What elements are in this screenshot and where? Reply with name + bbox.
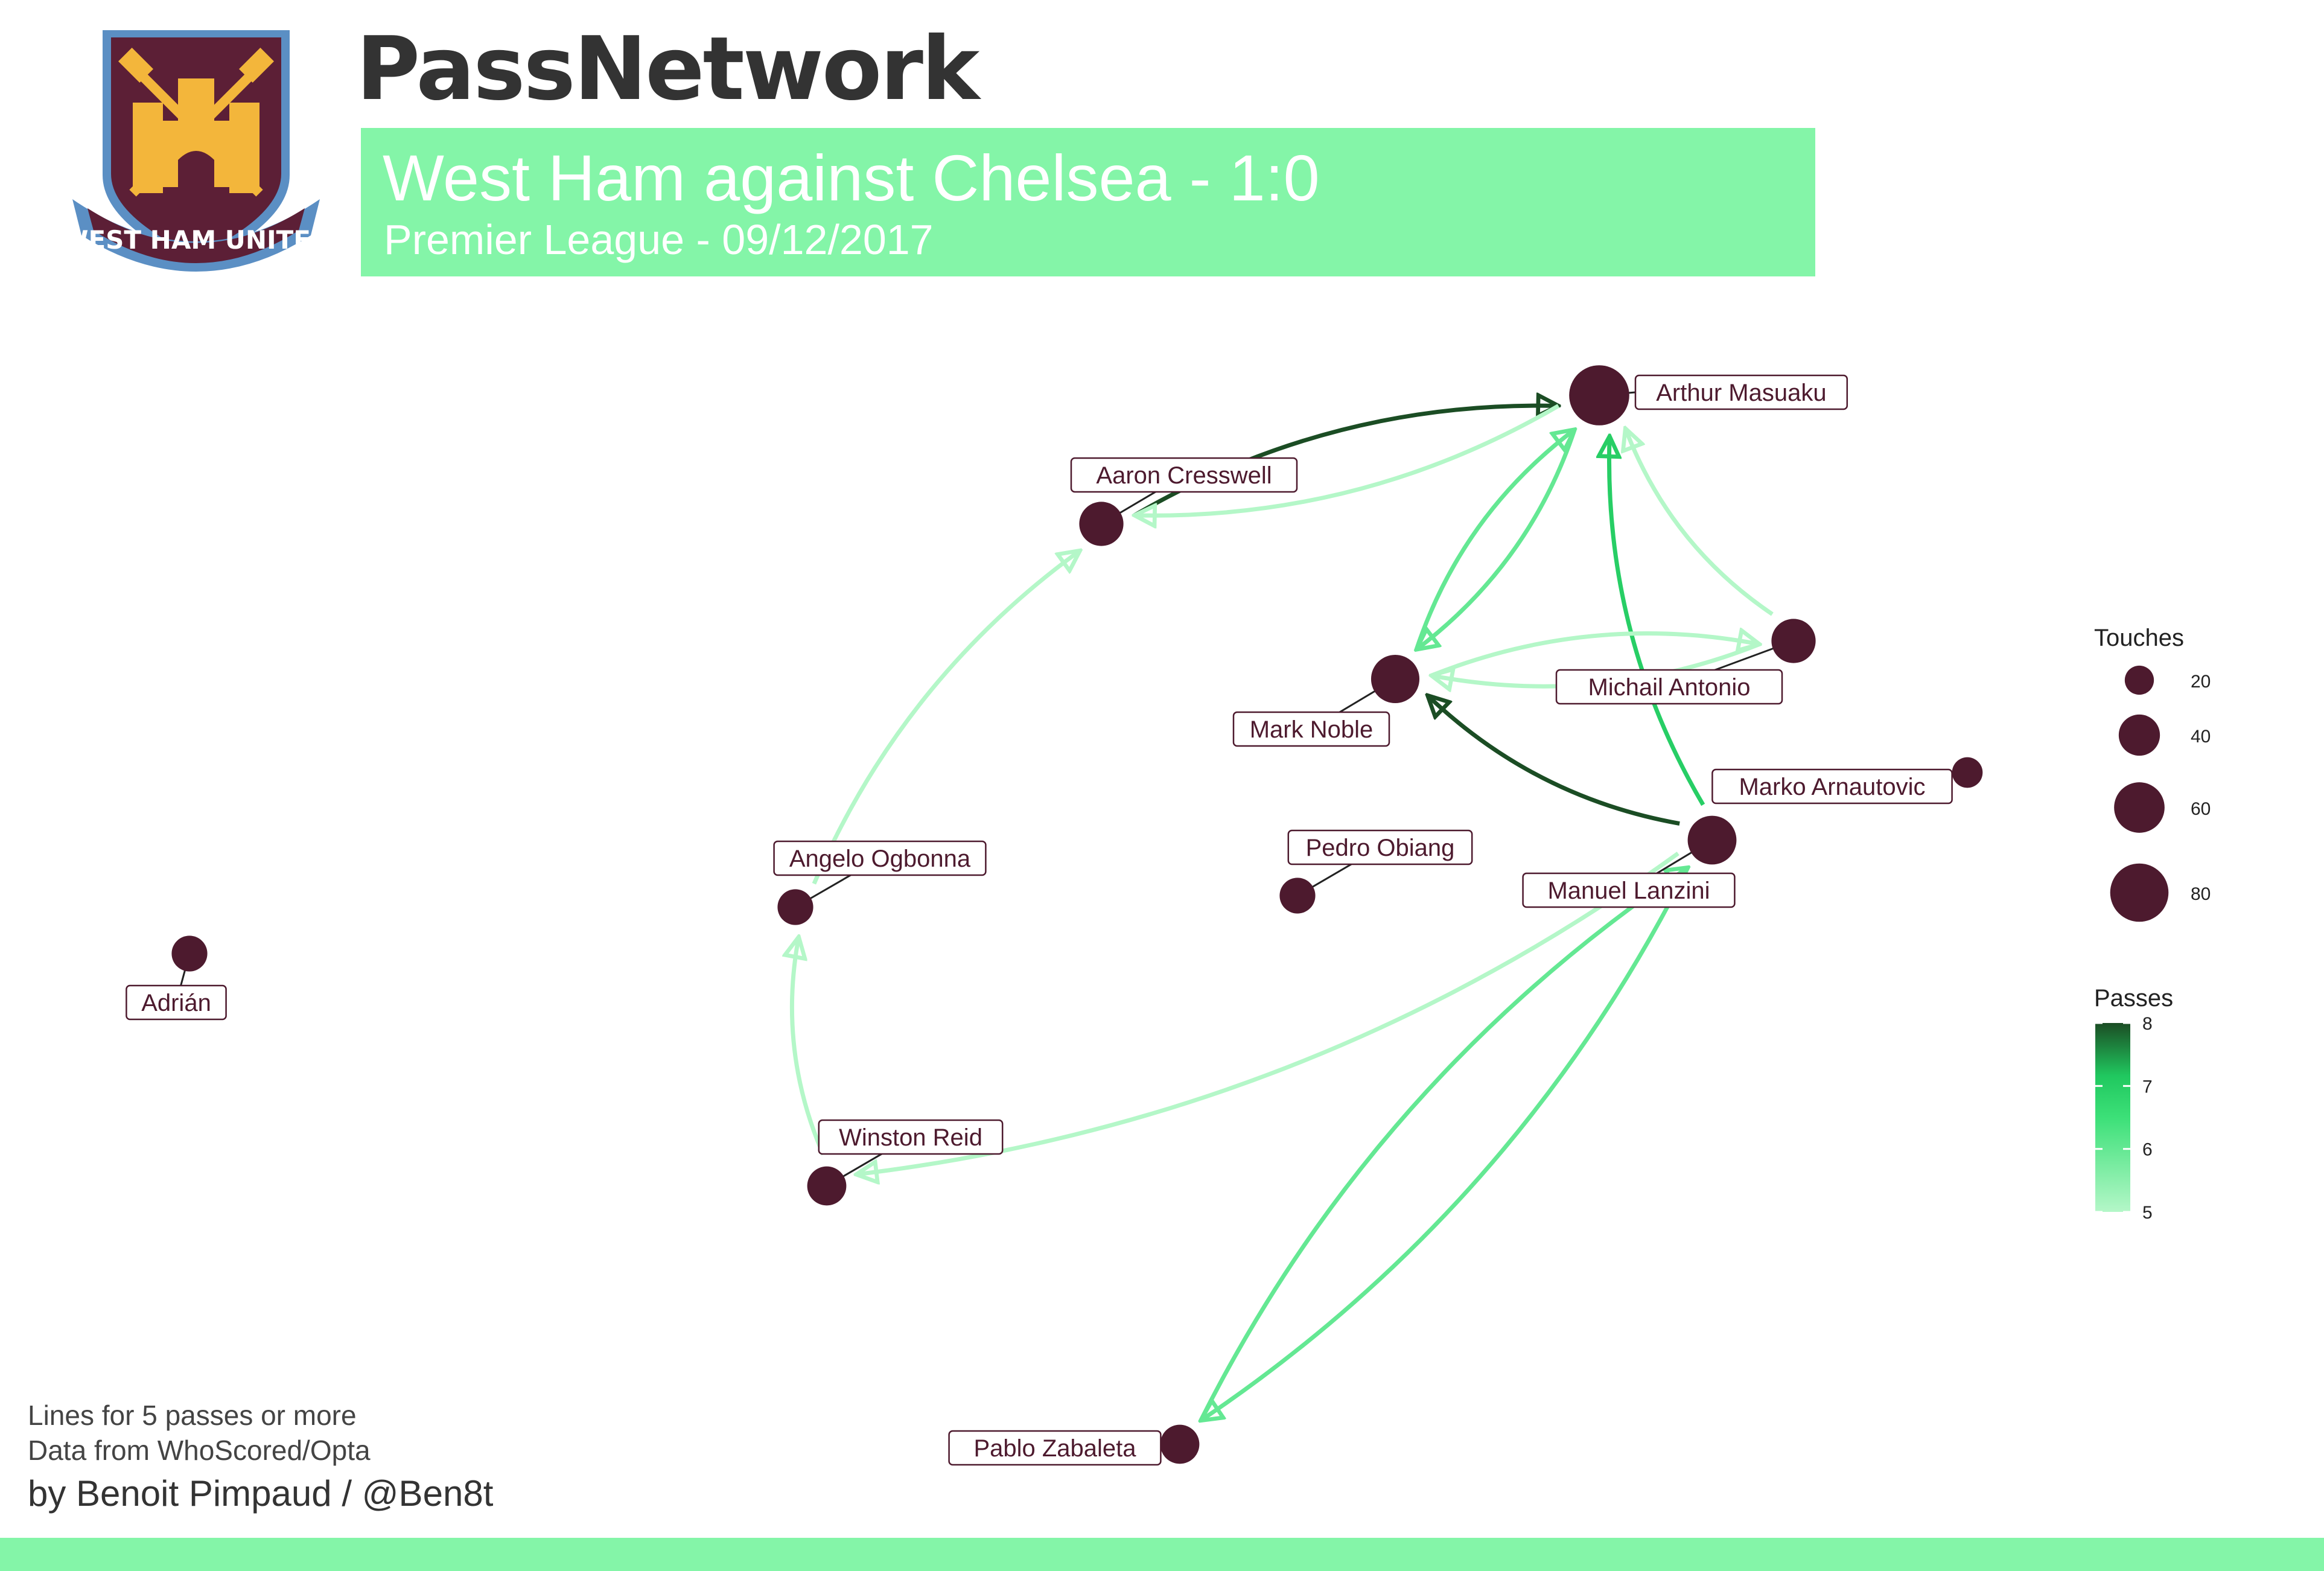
match-subtitle: Premier League - 09/12/2017 [384,216,934,263]
match-title: West Ham against Chelsea - 1:0 [383,141,1320,214]
player-node [1371,654,1420,704]
pass-edge [1414,430,1574,651]
passes-legend-tick: 5 [2142,1203,2153,1223]
pass-edge [1201,866,1690,1420]
player-label: Manuel Lanzini [1547,878,1710,904]
player-nodes [171,365,1983,1464]
player-label-box [126,984,227,1021]
footnote-source: Data from WhoScored/Opta [28,1435,371,1466]
passes-legend-title: Passes [2094,985,2174,1012]
player-node [1160,1424,1200,1464]
west-ham-crest-logo: WEST HAM UNITED [60,30,332,272]
player-node [1771,619,1816,663]
player-node [777,889,813,925]
passes-legend-tick: 6 [2142,1140,2153,1160]
player-label: Michail Antonio [1588,674,1750,701]
player-label: Adrián [141,990,211,1016]
pass-edge [1625,429,1774,616]
touches-legend-dot [2114,782,2165,833]
player-label-box [1711,768,1953,805]
passes-legend-tick: 7 [2142,1077,2153,1097]
passes-legend: 5 6 7 8 [2095,1014,2153,1223]
pass-edge [792,937,826,1156]
passes-legend-tick: 8 [2142,1014,2153,1034]
bottom-accent-bar [0,1538,2324,1571]
footnote-threshold: Lines for 5 passes or more [28,1400,357,1431]
pass-edges [792,404,1774,1422]
player-label: Aaron Cresswell [1096,462,1272,489]
touches-legend: 20 40 60 80 [2110,665,2211,922]
touches-legend-title: Touches [2094,625,2184,651]
player-node [1279,878,1316,914]
touches-legend-dot [2118,714,2160,756]
player-label: Angelo Ogbonna [789,846,971,872]
page-title: PassNetwork [356,18,979,120]
player-label: Arthur Masuaku [1656,380,1826,406]
player-label-box [1232,711,1390,747]
player-label-box [818,1119,1004,1155]
player-label-box [1070,457,1298,493]
touches-legend-label: 60 [2191,799,2211,819]
pass-edge [1609,436,1705,806]
pass-edge [1135,404,1560,515]
touches-legend-label: 20 [2191,672,2211,692]
player-label: Mark Noble [1250,716,1374,743]
pass-edge [1428,695,1680,826]
pass-edge [1199,867,1688,1422]
player-label-box [1555,669,1783,705]
player-node [1952,757,1983,788]
player-node [171,935,208,972]
player-label-box [773,840,987,876]
touches-legend-label: 80 [2191,884,2211,904]
pass-edge [812,550,1080,885]
player-label: Winston Reid [839,1124,982,1151]
crest-ribbon-text: WEST HAM UNITED [60,225,332,255]
pass-edge [1416,429,1577,650]
player-label: Pablo Zabaleta [973,1435,1136,1462]
player-label: Marko Arnautovic [1739,774,1925,800]
touches-legend-dot [2124,665,2154,695]
player-label-box [1287,829,1473,865]
player-label: Pedro Obiang [1306,835,1455,861]
passes-colorbar [2095,1023,2130,1212]
player-node [1079,502,1124,546]
touches-legend-dot [2110,863,2169,922]
player-node [1569,365,1629,425]
player-label-box [1522,872,1736,908]
author-credit: by Benoit Pimpaud / @Ben8t [28,1473,494,1514]
player-label-box [1634,374,1848,410]
touches-legend-label: 40 [2191,727,2211,747]
pass-edge [1430,633,1760,678]
player-label-box [948,1430,1162,1466]
player-node [1687,815,1737,865]
match-banner: West Ham against Chelsea - 1:0 Premier L… [361,128,1815,276]
player-node [807,1166,847,1206]
